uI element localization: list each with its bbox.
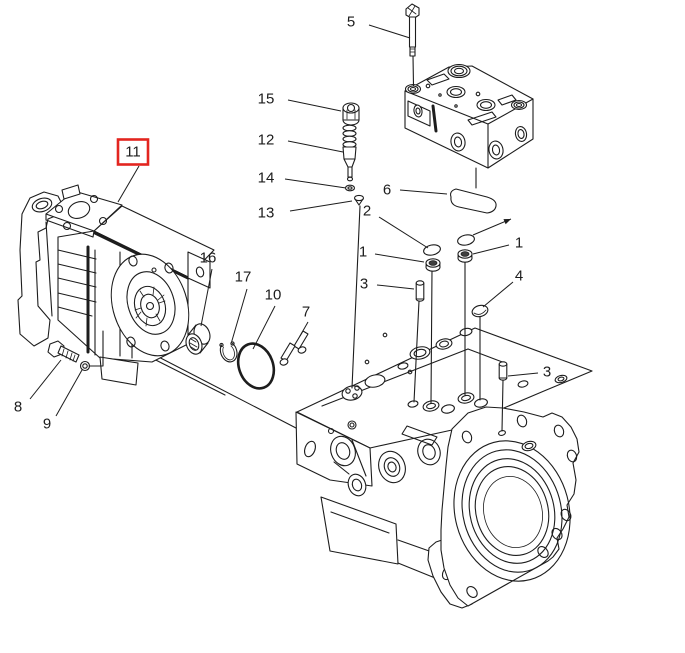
- pins-7: [279, 330, 309, 366]
- o-ring-2-left: [423, 244, 441, 256]
- callout-number: 3: [360, 276, 368, 293]
- callout-number: 12: [258, 132, 275, 149]
- callout-number: 11: [125, 144, 141, 161]
- washer-14: [344, 184, 356, 192]
- callout-number: 6: [383, 182, 391, 199]
- snap-ring-17: [219, 341, 238, 363]
- callout-3-12[interactable]: 3: [507, 364, 551, 381]
- o-ring-2-right: [457, 234, 475, 246]
- callout-number: 7: [302, 304, 310, 321]
- plugs-and-orings: [413, 234, 508, 432]
- gasket-6: [450, 188, 497, 214]
- bolt-8: [47, 340, 80, 363]
- plug-1-left: [425, 258, 441, 272]
- callout-8-13[interactable]: 8: [14, 359, 62, 416]
- callout-5-0[interactable]: 5: [347, 14, 411, 39]
- stud-3-left: [415, 280, 425, 302]
- gear-pump-assembly-11: [17, 184, 215, 386]
- plug-4: [471, 304, 489, 318]
- pilot-valve-parts: [342, 102, 365, 389]
- callout-number: 3: [543, 364, 551, 381]
- valve-block: [404, 63, 534, 189]
- leader-arrowhead-icon: [503, 219, 511, 225]
- washer-9: [79, 330, 104, 372]
- bolt-5: [405, 3, 420, 87]
- spline-teeth: [134, 286, 166, 327]
- valve-12: [342, 124, 357, 182]
- callout-15-1[interactable]: 15: [258, 91, 342, 112]
- callout-9-14[interactable]: 9: [43, 369, 83, 433]
- o-ring-10: [236, 342, 276, 390]
- callout-1-9[interactable]: 1: [472, 235, 523, 255]
- callout-number: 16: [200, 250, 217, 267]
- callout-17-17[interactable]: 17: [230, 269, 252, 345]
- callout-number: 10: [265, 287, 282, 304]
- callout-7-19[interactable]: 7: [299, 304, 310, 337]
- callout-number: 8: [14, 399, 22, 416]
- callout-arrow-7[interactable]: [472, 218, 512, 236]
- callout-6-5[interactable]: 6: [383, 182, 448, 199]
- callout-number: 1: [359, 244, 367, 261]
- callout-10-18[interactable]: 10: [252, 287, 282, 350]
- bushing-16: [185, 323, 211, 355]
- callout-number: 9: [43, 416, 51, 433]
- callout-number: 17: [235, 269, 252, 286]
- callout-number: 4: [515, 268, 523, 285]
- callout-14-3[interactable]: 14: [258, 170, 347, 189]
- callout-3-10[interactable]: 3: [360, 276, 415, 293]
- callout-16-16[interactable]: 16: [200, 250, 217, 327]
- callout-number: 15: [258, 91, 275, 108]
- cap-nut-15: [342, 102, 360, 126]
- callout-number: 2: [363, 203, 371, 220]
- callout-number: 14: [258, 170, 275, 187]
- main-housing: [295, 327, 593, 609]
- callout-number: 1: [515, 235, 523, 252]
- callout-11-15[interactable]: 11: [116, 138, 150, 203]
- callout-number: 5: [347, 14, 355, 31]
- callout-13-4[interactable]: 13: [258, 200, 353, 222]
- plug-1-right: [457, 249, 473, 263]
- callout-12-2[interactable]: 12: [258, 132, 344, 153]
- callout-1-8[interactable]: 1: [359, 244, 425, 263]
- highlight-box: [116, 138, 150, 166]
- callout-number: 13: [258, 205, 275, 222]
- seat-13: [353, 194, 365, 206]
- stud-3-right: [498, 361, 508, 381]
- callout-4-11[interactable]: 4: [482, 268, 523, 308]
- callout-2-6[interactable]: 2: [363, 203, 429, 249]
